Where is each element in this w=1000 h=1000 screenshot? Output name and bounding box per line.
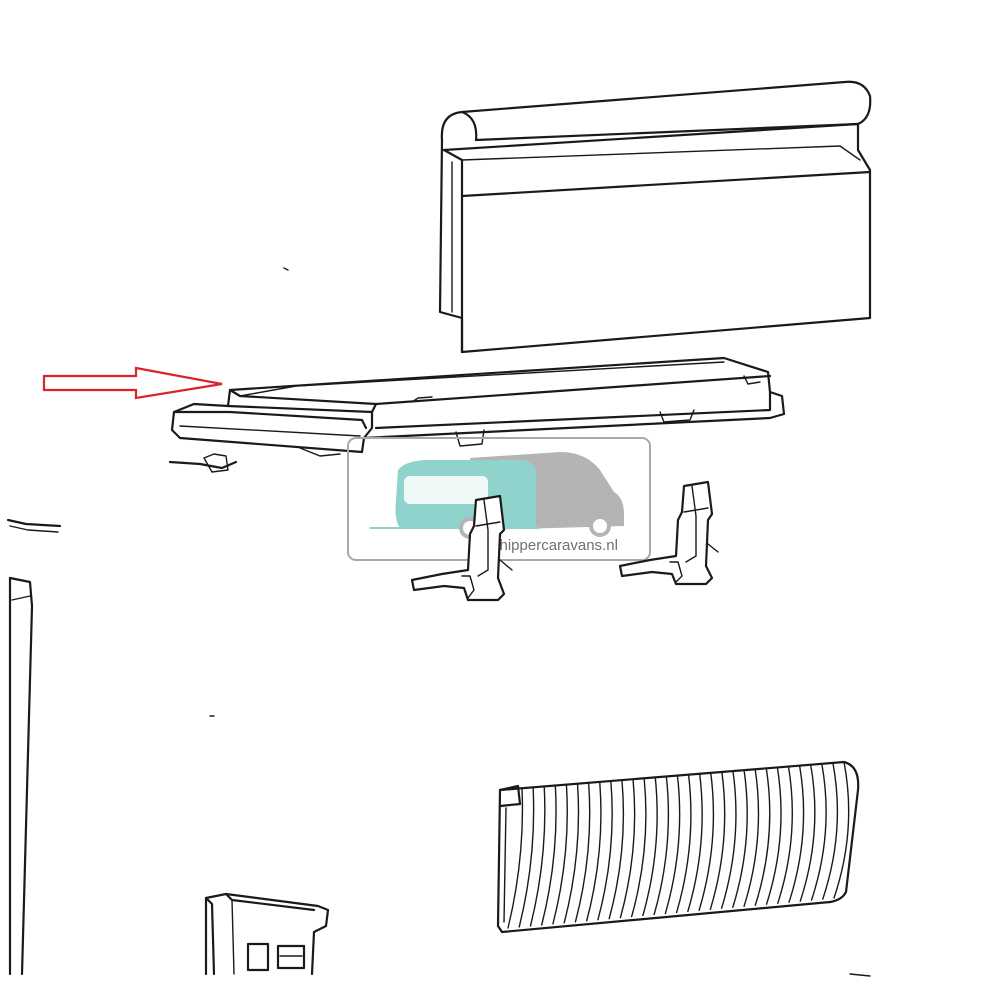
grille-slat: [529, 785, 546, 927]
grille-slat: [799, 763, 816, 902]
grille-slat: [642, 776, 658, 917]
grille-slat: [619, 778, 636, 919]
grille-slat: [541, 784, 557, 926]
grille-slat: [518, 786, 535, 928]
clip-part: [168, 453, 238, 473]
control-board-housing: [170, 356, 786, 457]
grille-slat: [675, 773, 692, 914]
watermark-text: chippercaravans.nl: [492, 537, 618, 554]
door-panel-edge: [8, 576, 34, 976]
grille-slat: [597, 780, 613, 921]
grille-slat: [788, 764, 805, 903]
screw-part: [6, 518, 62, 533]
grille-slat: [507, 787, 524, 929]
grille-slat: [732, 769, 748, 909]
grille-slat: [608, 779, 625, 920]
grille-slat: [552, 783, 568, 925]
grille-slat: [653, 775, 670, 916]
hinge-bracket-right: [618, 480, 719, 586]
grille-slat: [698, 772, 715, 912]
grille-slat: [777, 765, 794, 904]
hinge-bracket-left: [410, 494, 513, 602]
grille-slat: [687, 772, 703, 913]
front-cover-panel: [438, 80, 872, 354]
ventilation-grille: [496, 760, 860, 934]
grille-slat: [765, 766, 782, 905]
right-arrow-icon: [42, 366, 223, 400]
grille-slat: [754, 767, 771, 906]
grille-slat: [563, 782, 580, 924]
grille-slat: [720, 770, 737, 910]
grille-slat: [585, 781, 602, 922]
grille-slat: [630, 777, 647, 918]
grille-slat: [833, 761, 850, 899]
grille-slat: [810, 763, 827, 901]
grille-slat: [574, 781, 591, 923]
switch-panel: [204, 892, 330, 976]
grille-slat: [822, 762, 839, 900]
grille-slat: [709, 771, 726, 911]
background-specks: [209, 267, 871, 977]
grille-slat: [743, 768, 760, 907]
grille-slat: [664, 774, 681, 915]
